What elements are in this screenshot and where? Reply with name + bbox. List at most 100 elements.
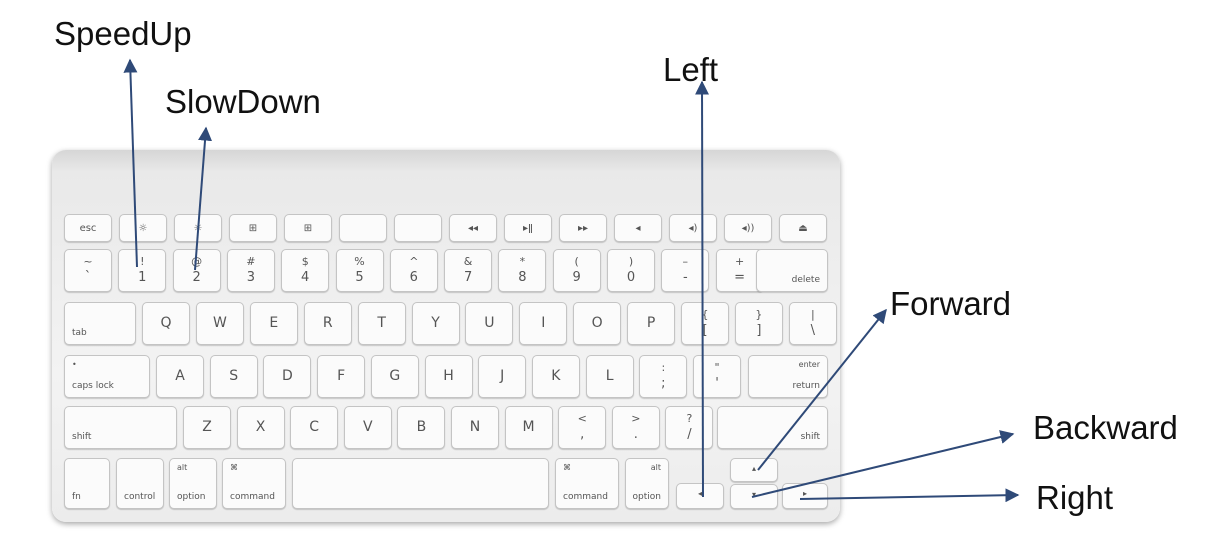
key-f12[interactable]: ◂)) [724, 214, 772, 242]
key-x[interactable]: X [236, 406, 285, 449]
key-c[interactable]: C [290, 406, 339, 449]
key-equals[interactable]: += [715, 249, 764, 292]
key-g[interactable]: G [370, 355, 419, 398]
key-9[interactable]: (9 [552, 249, 601, 292]
key-tab[interactable]: tab [64, 302, 136, 345]
key-lbracket[interactable]: {[ [681, 302, 729, 345]
key-sublabel: / [687, 427, 692, 442]
key-command-left[interactable]: ⌘command [222, 458, 286, 509]
key-p[interactable]: P [627, 302, 676, 345]
key-command-right[interactable]: ⌘command [555, 458, 619, 509]
key-sublabel: 5 [355, 270, 364, 285]
key-f10[interactable]: ◂ [614, 214, 662, 242]
key-eject[interactable]: ⏏ [779, 214, 827, 242]
key-f7[interactable]: ◂◂ [449, 214, 497, 242]
key-fn[interactable]: fn [64, 458, 110, 509]
key-label: ▸ǁ [523, 223, 533, 234]
key-f1[interactable]: ☼ [119, 214, 167, 242]
key-space[interactable] [292, 458, 549, 509]
key-t[interactable]: T [357, 302, 406, 345]
key-label: ⊞ [303, 223, 313, 234]
key-semicolon[interactable]: :; [639, 355, 688, 398]
key-caps-lock[interactable]: •caps lock [64, 355, 150, 398]
key-f5[interactable] [339, 214, 387, 242]
key-3[interactable]: #3 [226, 249, 275, 292]
key-f11[interactable]: ◂) [669, 214, 717, 242]
key-j[interactable]: J [478, 355, 527, 398]
key-h[interactable]: H [424, 355, 473, 398]
key-label: S [229, 368, 239, 384]
key-tilde[interactable]: ~` [64, 249, 112, 292]
key-shift-right[interactable]: shift [717, 406, 828, 449]
key-f3[interactable]: ⊞ [229, 214, 277, 242]
key-label: ▸▸ [577, 223, 589, 234]
key-label: E [269, 315, 279, 331]
key-label: + [734, 255, 745, 268]
key-arrow-up[interactable]: ▴ [730, 458, 778, 482]
key-comma[interactable]: <, [558, 406, 607, 449]
key-delete[interactable]: delete [756, 249, 828, 292]
key-1[interactable]: !1 [118, 249, 167, 292]
key-l[interactable]: L [585, 355, 634, 398]
key-y[interactable]: Y [411, 302, 460, 345]
key-w[interactable]: W [195, 302, 244, 345]
key-m[interactable]: M [504, 406, 553, 449]
key-quote[interactable]: "' [693, 355, 741, 398]
key-minus[interactable]: –- [661, 249, 710, 292]
key-z[interactable]: Z [183, 406, 231, 449]
key-sublabel: [ [702, 323, 708, 338]
key-s[interactable]: S [209, 355, 258, 398]
key-sublabel: fn [72, 492, 81, 502]
key-i[interactable]: I [519, 302, 568, 345]
key-label: P [646, 315, 656, 331]
key-backslash[interactable]: |\ [788, 302, 837, 345]
key-0[interactable]: )0 [607, 249, 655, 292]
key-arrow-left[interactable]: ◂ [676, 483, 724, 509]
key-label: G [389, 368, 401, 384]
key-q[interactable]: Q [142, 302, 190, 345]
key-label: ▴ [751, 464, 756, 473]
key-sublabel: option [632, 492, 661, 502]
key-f6[interactable] [394, 214, 442, 242]
key-a[interactable]: A [156, 355, 204, 398]
forward-label: Forward [890, 285, 1012, 322]
key-f[interactable]: F [317, 355, 366, 398]
key-label: $ [301, 255, 309, 268]
key-label: N [469, 419, 481, 435]
key-control[interactable]: control [116, 458, 164, 509]
key-sublabel: tab [72, 328, 87, 338]
key-slash[interactable]: ?/ [665, 406, 714, 449]
key-e[interactable]: E [249, 302, 298, 345]
key-sublabel: caps lock [72, 381, 114, 391]
key-label: % [354, 255, 365, 268]
key-5[interactable]: %5 [335, 249, 384, 292]
key-label: J [500, 368, 505, 384]
left-arrow [695, 80, 710, 498]
key-u[interactable]: U [465, 302, 514, 345]
key-label: ◂) [688, 223, 698, 234]
key-r[interactable]: R [303, 302, 352, 345]
key-f9[interactable]: ▸▸ [559, 214, 607, 242]
key-8[interactable]: *8 [498, 249, 547, 292]
key-label: – [682, 255, 689, 268]
key-v[interactable]: V [343, 406, 392, 449]
key-option-right[interactable]: alt option [625, 458, 669, 509]
key-f8[interactable]: ▸ǁ [504, 214, 552, 242]
key-period[interactable]: >. [611, 406, 660, 449]
key-esc[interactable]: esc [64, 214, 112, 242]
key-o[interactable]: O [573, 302, 622, 345]
key-d[interactable]: D [263, 355, 312, 398]
key-rbracket[interactable]: }] [734, 302, 783, 345]
key-f4[interactable]: ⊞ [284, 214, 332, 242]
key-b[interactable]: B [397, 406, 446, 449]
key-7[interactable]: &7 [444, 249, 493, 292]
key-n[interactable]: N [451, 406, 499, 449]
key-label: alt [650, 463, 661, 472]
key-6[interactable]: ^6 [389, 249, 438, 292]
key-4[interactable]: $4 [281, 249, 330, 292]
key-k[interactable]: K [531, 355, 580, 398]
key-shift-left[interactable]: shift [64, 406, 177, 449]
